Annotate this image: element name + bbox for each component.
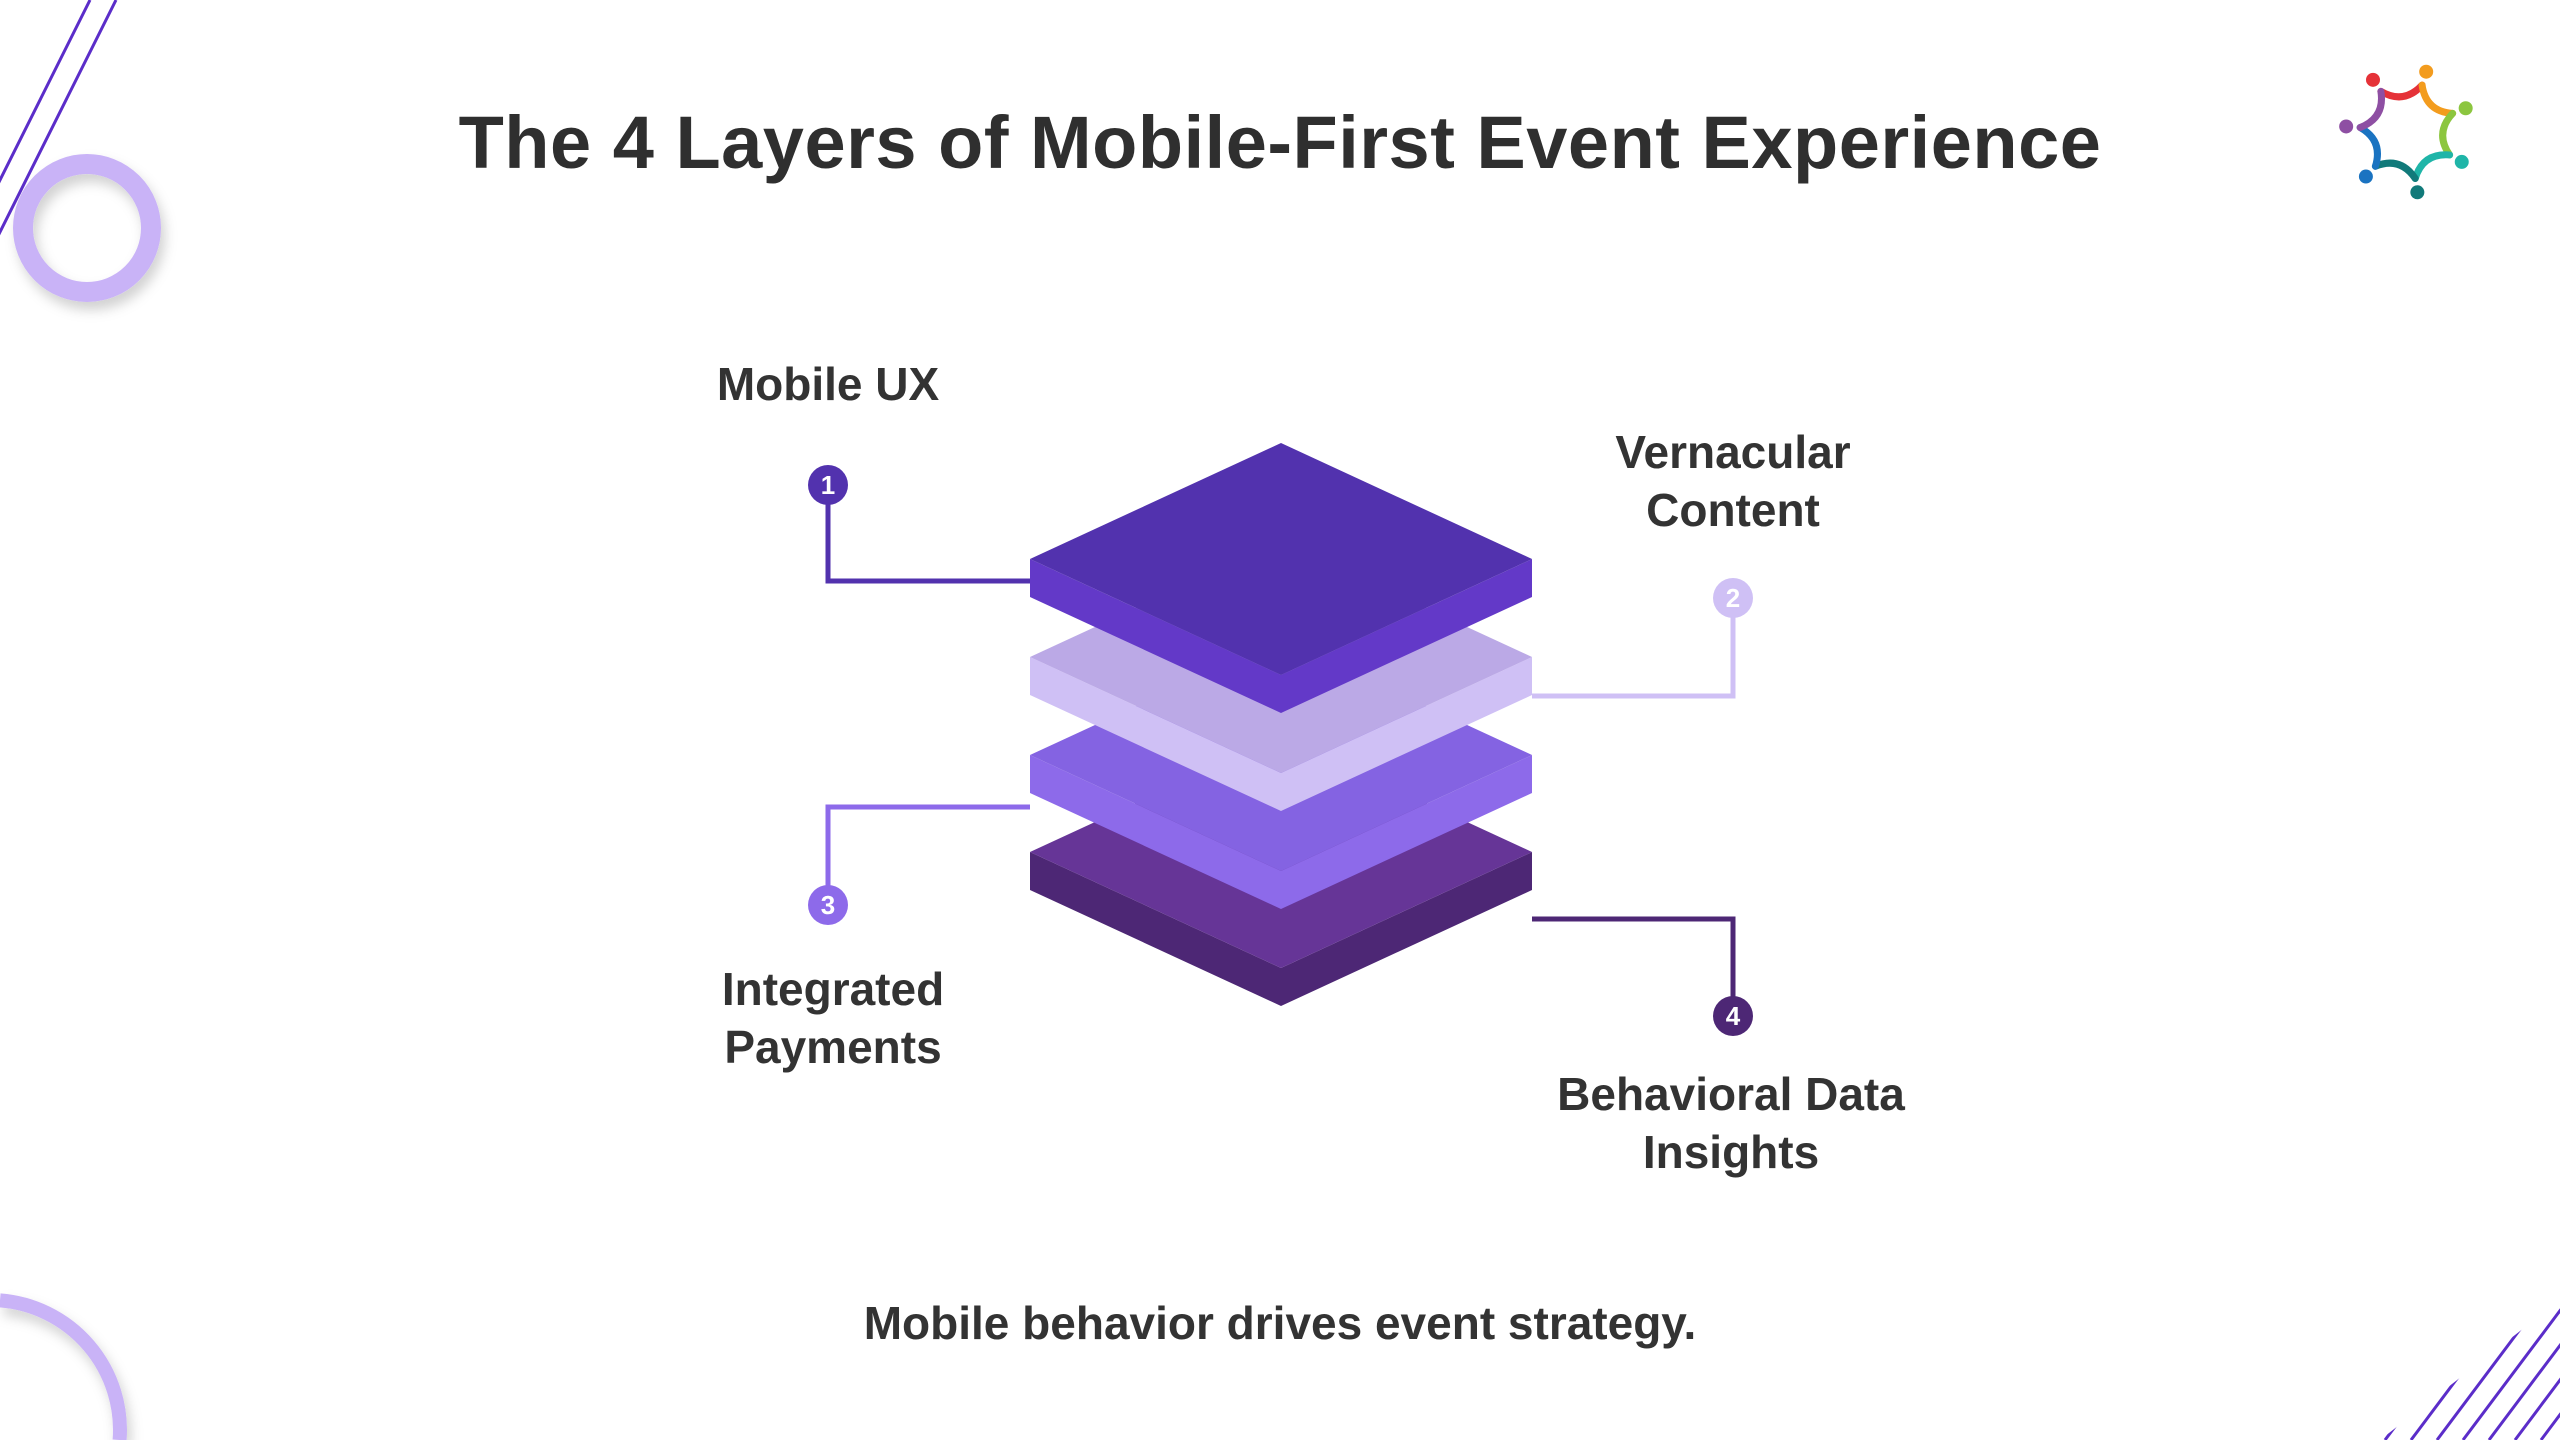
stripe bbox=[2539, 1300, 2560, 1440]
number-badge-text: 2 bbox=[1726, 583, 1740, 613]
connector-line bbox=[1532, 916, 1736, 1016]
connector-line bbox=[1532, 598, 1736, 699]
layer-side bbox=[1030, 657, 1532, 811]
connector-integrated-payments: 3 bbox=[808, 804, 1030, 925]
logo-person-head bbox=[2410, 185, 2425, 200]
number-badge bbox=[1713, 996, 1753, 1036]
logo-person-arm bbox=[2356, 123, 2381, 170]
logo-person-arm bbox=[2356, 87, 2385, 131]
ring-decoration-top-left bbox=[13, 154, 161, 302]
stripe bbox=[0, 0, 92, 260]
logo-person-arm bbox=[2411, 151, 2454, 182]
layer-mobile-ux bbox=[1030, 443, 1532, 713]
connector-mobile-ux: 1 bbox=[808, 465, 1030, 584]
connector-line bbox=[825, 485, 1030, 584]
label-line: Behavioral Data bbox=[1557, 1068, 1905, 1120]
label-line: Integrated bbox=[721, 963, 945, 1015]
logo-person-head bbox=[2339, 119, 2354, 134]
label-line: Payments bbox=[724, 1021, 942, 1073]
connector-behavioral-data-insights: 4 bbox=[1532, 916, 1753, 1036]
label-line: Mobile UX bbox=[716, 358, 940, 410]
stripe bbox=[2461, 1300, 2560, 1440]
logo-person-head bbox=[2358, 169, 2373, 184]
stripe bbox=[2513, 1300, 2560, 1440]
layer-side bbox=[1030, 852, 1532, 1006]
connector-line bbox=[825, 804, 1030, 905]
label-mobile-ux: Mobile UX bbox=[578, 355, 1078, 413]
number-badge bbox=[808, 465, 848, 505]
page-title: The 4 Layers of Mobile-First Event Exper… bbox=[458, 101, 2102, 184]
logo-person-head bbox=[2458, 101, 2473, 116]
logo-person-head bbox=[2365, 72, 2380, 87]
logo-person-arm bbox=[2371, 159, 2419, 182]
layer-side bbox=[1030, 755, 1532, 909]
logo-person-head bbox=[2419, 64, 2434, 79]
label-line: Insights bbox=[1642, 1126, 1820, 1178]
logo-person-arm bbox=[2377, 81, 2426, 101]
stripe bbox=[2487, 1300, 2560, 1440]
number-badge-text: 3 bbox=[821, 890, 835, 920]
number-badge bbox=[808, 885, 848, 925]
layer-top bbox=[1030, 443, 1532, 675]
label-behavioral-data-insights: Behavioral Data Insights bbox=[1481, 1065, 1981, 1181]
footer-tagline: Mobile behavior drives event strategy. bbox=[863, 1297, 1697, 1349]
layer-side bbox=[1030, 559, 1532, 713]
community-circle-logo-icon bbox=[2339, 64, 2473, 200]
logo-person-arm bbox=[2439, 109, 2457, 159]
label-line: Vernacular bbox=[1615, 426, 1851, 478]
logo-person-head bbox=[2454, 154, 2469, 169]
connector-vernacular-content: 2 bbox=[1532, 578, 1753, 699]
stripe bbox=[0, 0, 118, 260]
label-integrated-payments: Integrated Payments bbox=[583, 960, 1083, 1076]
number-badge-text: 4 bbox=[1726, 1001, 1741, 1031]
label-vernacular-content: Vernacular Content bbox=[1483, 423, 1983, 539]
arc-decoration-bottom-left bbox=[0, 1293, 127, 1440]
number-badge-text: 1 bbox=[821, 470, 835, 500]
logo-person-arm bbox=[2418, 81, 2457, 117]
number-badge bbox=[1713, 578, 1753, 618]
label-line: Content bbox=[1646, 484, 1820, 536]
